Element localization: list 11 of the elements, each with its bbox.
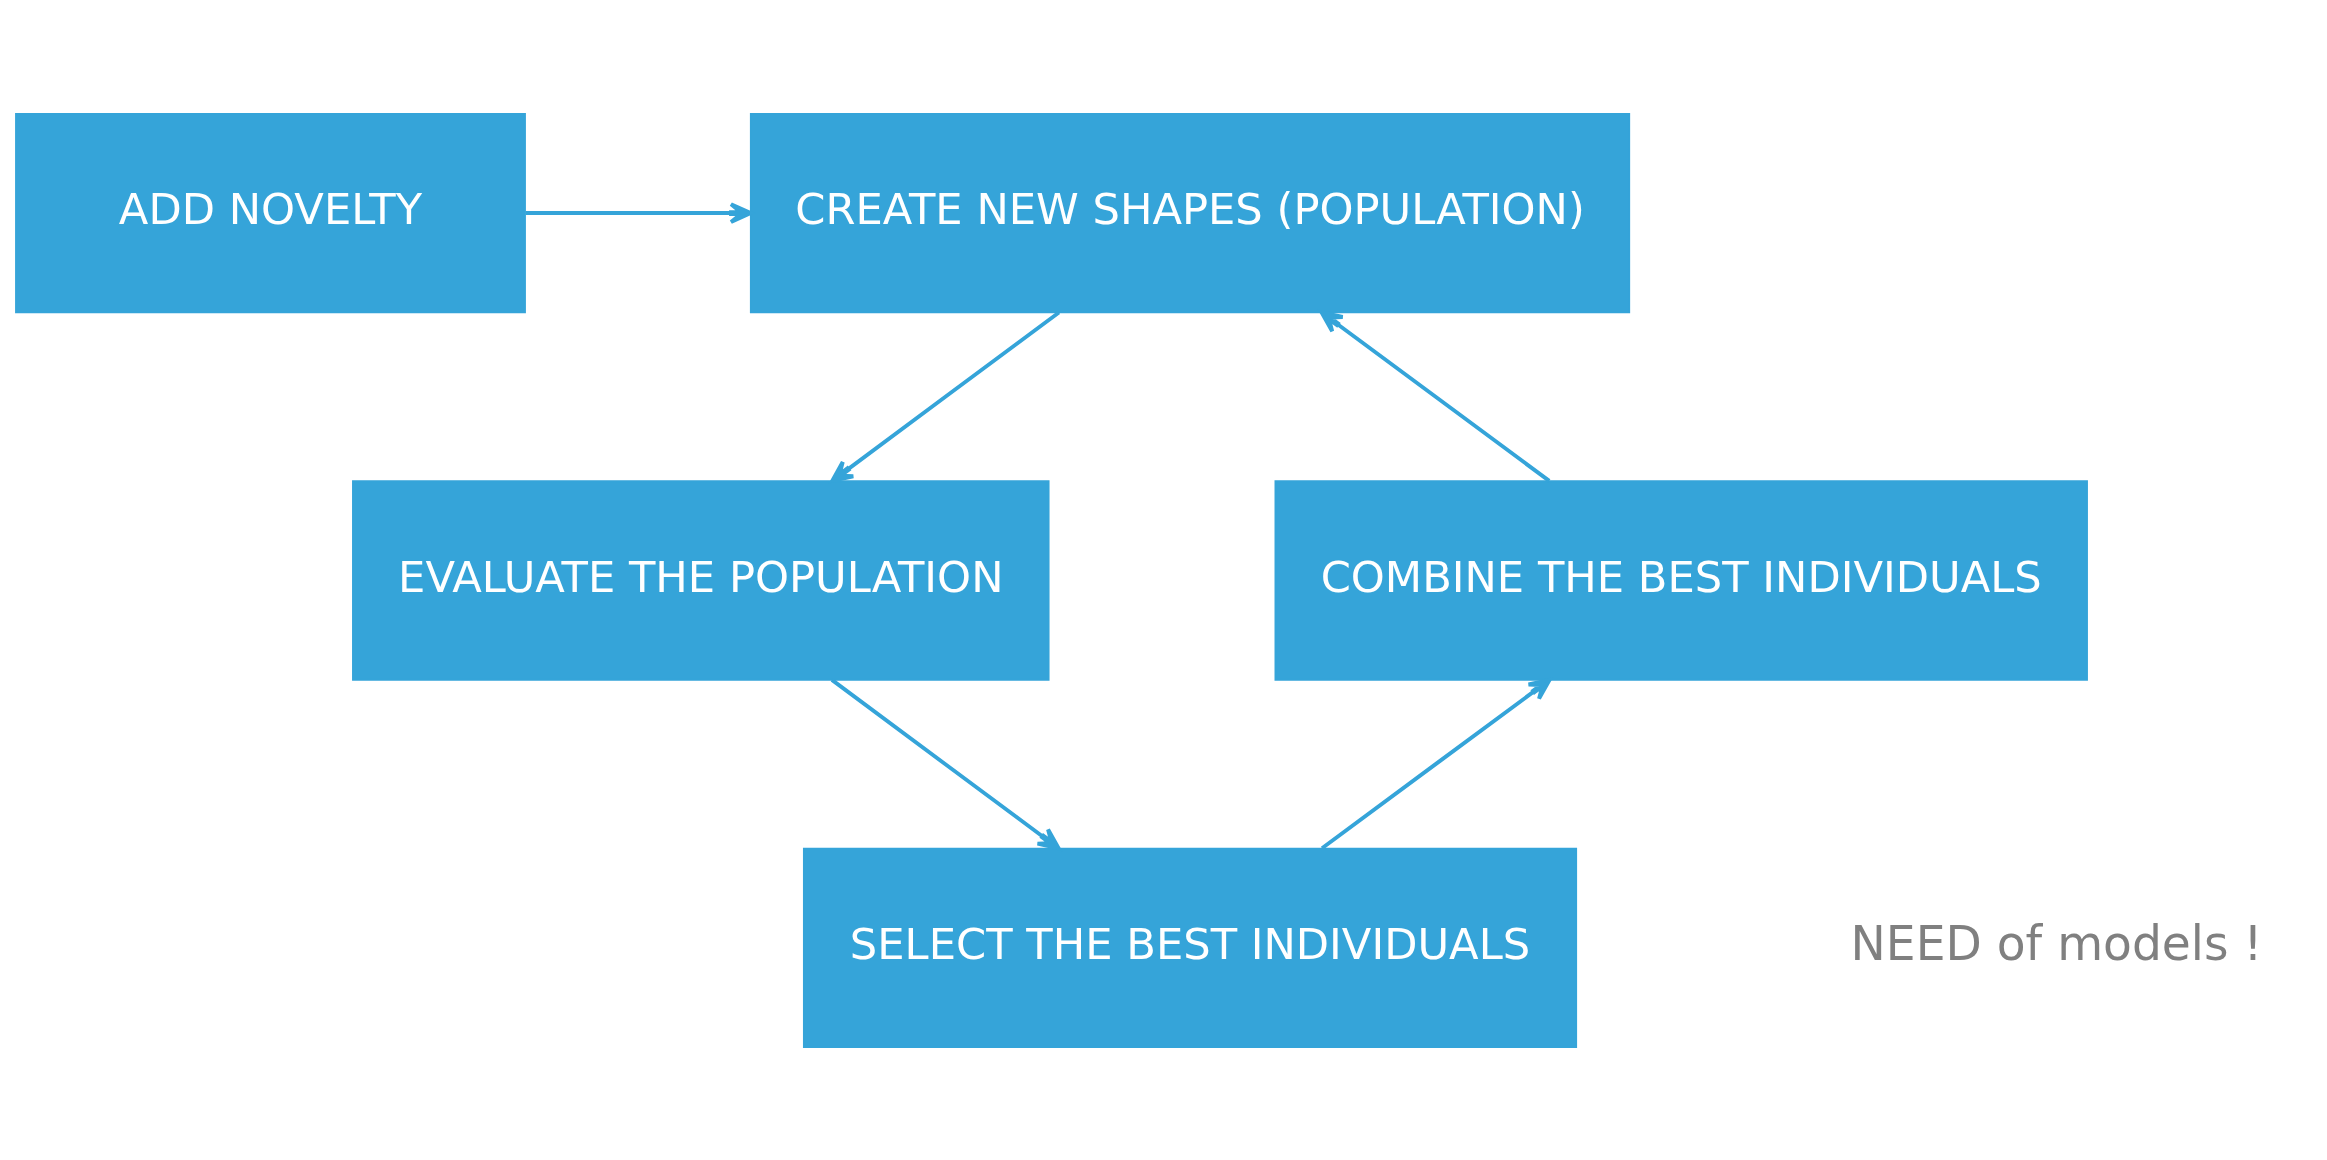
arrow xyxy=(830,310,1061,483)
node-box: CREATE NEW SHAPES (POPULATION) xyxy=(749,112,1631,313)
arrow xyxy=(525,201,753,224)
node-box: EVALUATE THE POPULATION xyxy=(352,479,1050,681)
node-box: ADD NOVELTY xyxy=(15,112,526,313)
arrow xyxy=(830,677,1061,850)
arrow xyxy=(1319,310,1551,482)
label: NEED of models ! xyxy=(1850,915,2263,971)
node-box: COMBINE THE BEST INDIVIDUALS xyxy=(1274,479,2088,681)
arrow xyxy=(1320,677,1552,850)
node-box: SELECT THE BEST INDIVIDUALS xyxy=(802,847,1578,1048)
